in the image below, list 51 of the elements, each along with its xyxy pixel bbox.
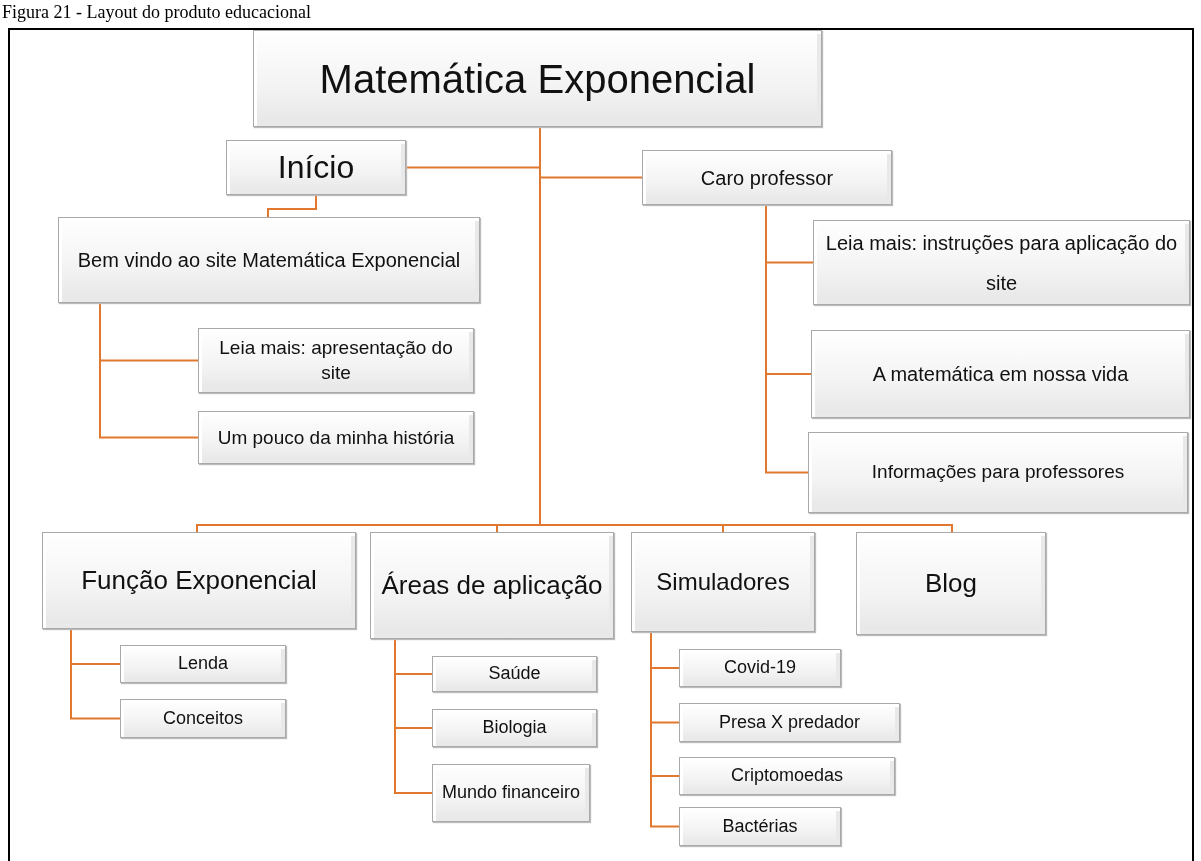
connector-line: [99, 302, 199, 439]
menu-label: Áreas de aplicação: [381, 569, 603, 603]
menu-box: [679, 807, 841, 846]
figure-caption: Figura 21 - Layout do produto educacional: [2, 2, 311, 23]
menu-box: [432, 656, 597, 692]
menu-box: [856, 532, 1046, 635]
menu-box: [42, 532, 356, 629]
connector-line: [650, 631, 680, 828]
menu-box: [813, 220, 1190, 305]
menu-box: [120, 645, 286, 683]
connector-line: [70, 628, 121, 720]
menu-label: Criptomoedas: [730, 765, 844, 787]
menu-box: [370, 532, 614, 639]
menu-label: Presa X predador: [718, 711, 861, 734]
menu-label: Um pouco da minha história: [217, 425, 455, 450]
connector-line: [765, 204, 809, 474]
menu-label: Covid-19: [723, 657, 796, 679]
menu-label: Bem vindo ao site Matemática Exponencial: [77, 248, 461, 273]
menu-label: Informações para professores: [871, 460, 1125, 485]
menu-box: [432, 764, 590, 822]
menu-box: [631, 532, 815, 632]
menu-label: Leia mais: instruções para aplicação do site: [824, 230, 1179, 296]
menu-box: [120, 699, 286, 738]
menu-box: [226, 140, 406, 195]
menu-label: Leia mais: apresentação do site: [218, 335, 454, 385]
connector-line: [267, 194, 317, 218]
menu-box: [808, 432, 1188, 513]
menu-label: Matemática Exponencial: [319, 55, 756, 103]
menu-box: [432, 709, 597, 747]
menu-label: Conceitos: [162, 707, 243, 730]
menu-label: Caro professor: [700, 165, 834, 190]
menu-label: Lenda: [177, 653, 229, 675]
menu-label: Bactérias: [722, 815, 798, 838]
menu-label: Início: [277, 148, 355, 187]
menu-label: Função Exponencial: [81, 564, 317, 598]
menu-label: Simuladores: [656, 567, 790, 597]
menu-box: [253, 30, 822, 127]
menu-box: [642, 150, 892, 205]
menu-label: Saúde: [488, 663, 541, 685]
menu-label: Biologia: [482, 717, 547, 739]
menu-label: A matemática em nossa vida: [872, 362, 1129, 387]
menu-box: [58, 217, 480, 303]
menu-box: [198, 411, 474, 464]
menu-box: [811, 330, 1190, 418]
menu-label: Mundo financeiro: [441, 782, 581, 804]
menu-box: [679, 703, 900, 742]
connector-line: [394, 638, 433, 794]
menu-box: [679, 757, 895, 795]
menu-box: [198, 328, 474, 393]
menu-box: [679, 649, 841, 687]
menu-label: Blog: [924, 567, 977, 600]
